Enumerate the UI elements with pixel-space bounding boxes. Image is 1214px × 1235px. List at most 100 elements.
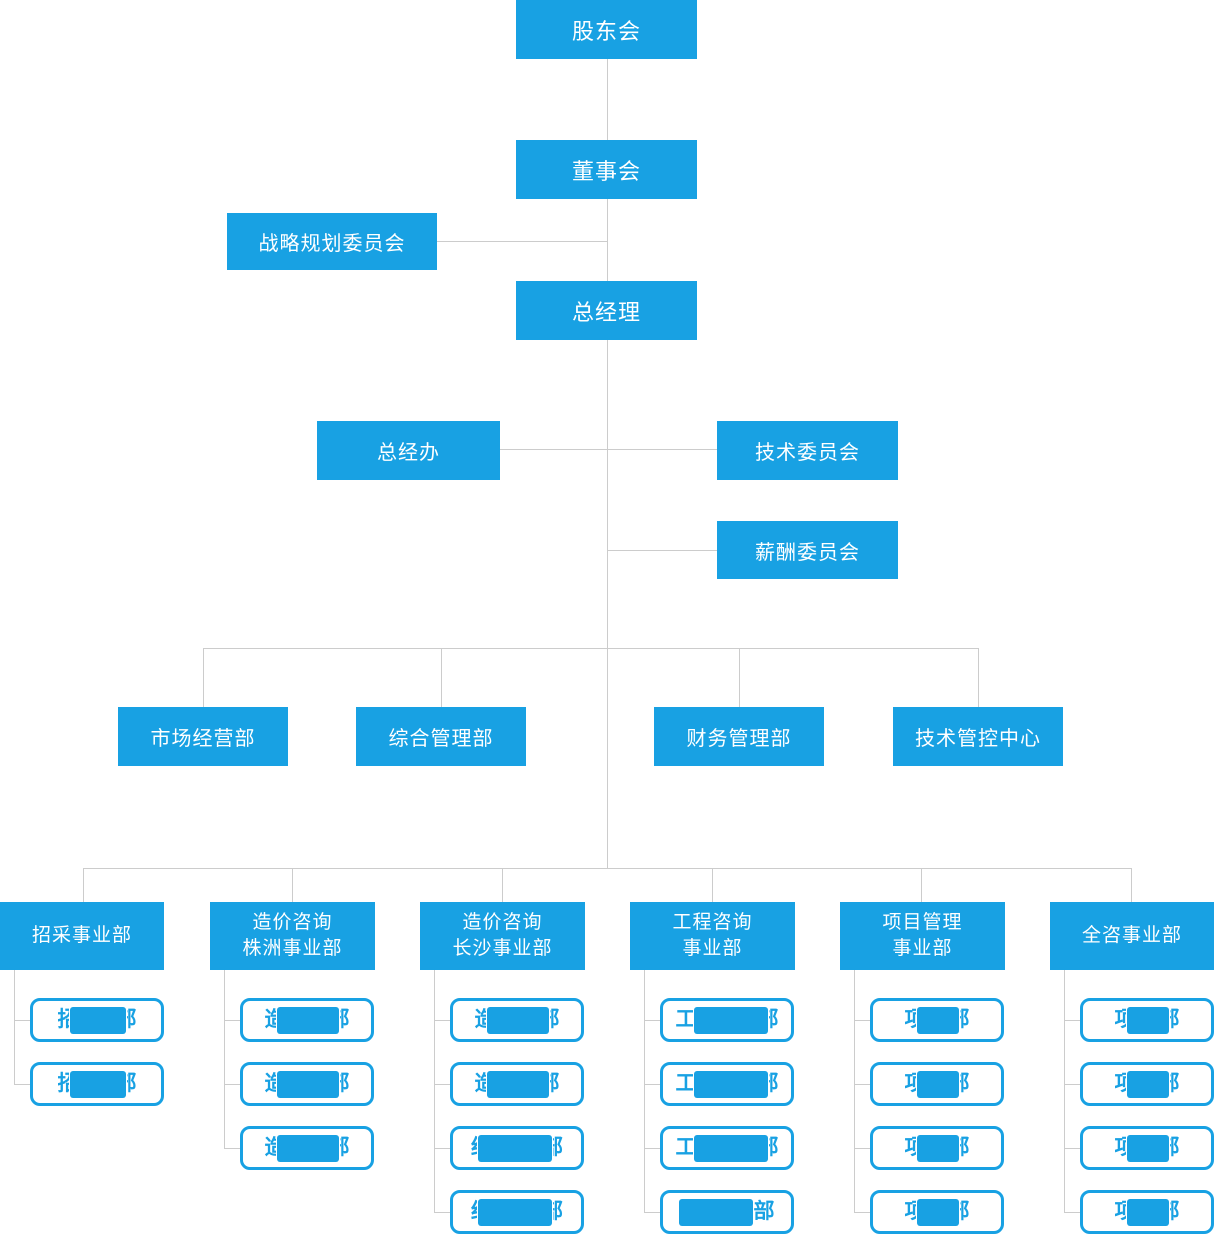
connector-line	[607, 550, 717, 551]
subdept-box: 项部	[1080, 1190, 1214, 1234]
redaction-bar	[916, 1134, 959, 1162]
subdept-text-right: 部	[753, 1200, 775, 1223]
node-dept-tech-control: 技术管控中心	[893, 707, 1063, 766]
node-label: 财务管理部	[686, 728, 792, 750]
redaction-bar	[916, 1070, 959, 1098]
subdept-text-left: 工	[675, 1072, 693, 1095]
division-cost-consulting-changsha: 造价咨询 长沙事业部	[420, 902, 585, 970]
subdept-text-left: 项	[1114, 1200, 1126, 1223]
division-label: 长沙事业部	[452, 938, 553, 959]
connector-line	[739, 648, 740, 707]
division-engineering-consulting: 工程咨询 事业部	[630, 902, 795, 970]
connector-line	[607, 340, 608, 868]
subdept-box: 工部	[660, 998, 794, 1042]
connector-line	[502, 868, 503, 902]
connector-line	[437, 241, 607, 242]
subdept-text-right: 部	[550, 1071, 560, 1097]
subdept-box: 招部	[30, 1062, 164, 1106]
subdept-text-left: 造	[264, 1072, 276, 1095]
subdept-box: 造部	[240, 1062, 374, 1106]
connector-line	[434, 1084, 452, 1085]
connector-line	[224, 1148, 242, 1149]
subdept-text-right: 部	[553, 1135, 563, 1161]
connector-line	[83, 868, 84, 902]
subdept-text-left: 工	[675, 1136, 693, 1159]
subdept-text-right: 部	[127, 1007, 137, 1033]
subdept-text-left: 造	[474, 1008, 486, 1031]
division-label: 项目管理	[882, 912, 963, 933]
subdept-box: 造部	[240, 1126, 374, 1170]
connector-line	[83, 868, 1131, 869]
node-label: 技术管控中心	[915, 728, 1041, 750]
division-label: 事业部	[682, 938, 743, 959]
division-project-management: 项目管理 事业部	[840, 902, 1005, 970]
connector-line	[14, 970, 15, 1084]
subdept-box: 项部	[1080, 998, 1214, 1042]
subdept-text-right: 部	[960, 1007, 970, 1033]
connector-line	[854, 1084, 872, 1085]
redaction-bar	[916, 1006, 959, 1034]
subdept-text-right: 部	[1170, 1135, 1180, 1161]
subdept-text-right: 部	[769, 1135, 779, 1161]
subdept-text-left: 项	[904, 1008, 916, 1031]
connector-line	[1064, 1084, 1082, 1085]
subdept-box: 造部	[240, 998, 374, 1042]
connector-line	[434, 1020, 452, 1021]
subdept-text-right: 部	[340, 1071, 350, 1097]
subdept-text-right: 部	[769, 1007, 779, 1033]
division-label: 事业部	[892, 938, 953, 959]
node-label: 股东会	[571, 18, 641, 44]
node-gm-office: 总经办	[317, 421, 500, 480]
connector-line	[712, 868, 713, 902]
subdept-text-right: 部	[127, 1071, 137, 1097]
node-label: 董事会	[571, 158, 641, 184]
redaction-bar	[1126, 1134, 1169, 1162]
subdept-text-left: 项	[904, 1136, 916, 1159]
division-label: 招采事业部	[31, 925, 132, 946]
connector-line	[203, 648, 204, 707]
redaction-bar	[1126, 1006, 1169, 1034]
node-tech-committee: 技术委员会	[717, 421, 898, 480]
node-strategy-committee: 战略规划委员会	[227, 213, 437, 270]
node-general-manager: 总经理	[516, 281, 697, 340]
subdept-box: 造部	[450, 998, 584, 1042]
connector-line	[644, 1020, 662, 1021]
subdept-box: 结部	[450, 1190, 584, 1234]
subdept-text-left: 造	[264, 1136, 276, 1159]
node-label: 市场经营部	[150, 728, 256, 750]
subdept-box: 结部	[450, 1126, 584, 1170]
connector-line	[1064, 1148, 1082, 1149]
connector-line	[434, 970, 435, 1212]
connector-line	[644, 1084, 662, 1085]
redaction-bar	[486, 1006, 549, 1034]
subdept-box: 项部	[1080, 1126, 1214, 1170]
subdept-text-right: 部	[1170, 1199, 1180, 1225]
node-label: 战略规划委员会	[258, 233, 406, 255]
connector-line	[644, 1148, 662, 1149]
subdept-text-left: 结	[471, 1135, 477, 1161]
node-label: 总经理	[571, 299, 641, 325]
division-label: 全咨事业部	[1081, 925, 1182, 946]
node-dept-finance: 财务管理部	[654, 707, 824, 766]
connector-line	[854, 1212, 872, 1213]
subdept-text-left: 招	[57, 1008, 69, 1031]
node-label: 技术委员会	[755, 442, 860, 464]
connector-line	[854, 970, 855, 1212]
connector-line	[644, 970, 645, 1212]
redaction-bar	[478, 1134, 552, 1162]
division-label: 造价咨询	[462, 912, 543, 933]
subdept-text-right: 部	[550, 1007, 560, 1033]
connector-line	[224, 970, 225, 1148]
connector-line	[500, 449, 717, 450]
subdept-box: 项部	[870, 1126, 1004, 1170]
node-compensation-committee: 薪酬委员会	[717, 521, 898, 579]
connector-line	[434, 1148, 452, 1149]
connector-line	[1131, 868, 1132, 902]
subdept-text-right: 部	[340, 1135, 350, 1161]
connector-line	[224, 1084, 242, 1085]
connector-line	[854, 1020, 872, 1021]
redaction-bar	[486, 1070, 549, 1098]
redaction-bar	[693, 1070, 768, 1098]
redaction-bar	[69, 1006, 126, 1034]
